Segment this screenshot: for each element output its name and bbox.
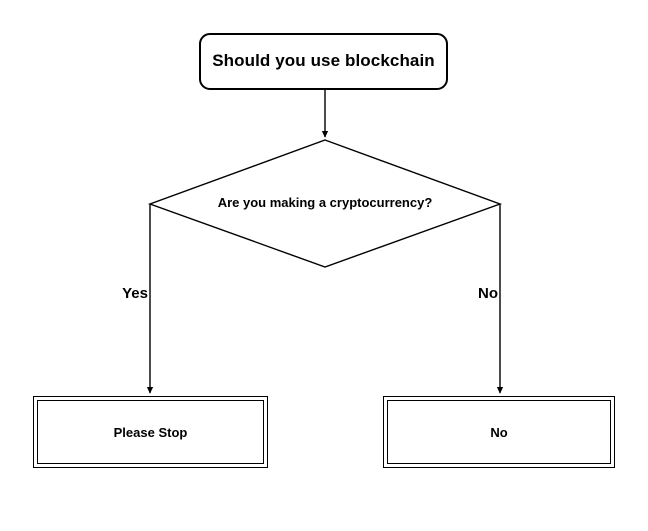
start-node-label: Should you use blockchain — [212, 51, 435, 70]
decision-diamond-shape — [147, 139, 503, 268]
terminal-node-right — [383, 396, 615, 468]
decision-node-label: Are you making a cryptocurrency? — [217, 195, 433, 210]
terminal-node-left-label: Please Stop — [113, 425, 188, 440]
branch-label-yes: Yes — [122, 285, 148, 302]
start-node — [199, 33, 448, 90]
terminal-node-right-inner-border — [387, 400, 611, 464]
branch-label-no: No — [478, 285, 498, 302]
terminal-node-left — [33, 396, 268, 468]
terminal-node-left-inner-border — [37, 400, 264, 464]
terminal-node-right-label: No — [490, 425, 508, 440]
